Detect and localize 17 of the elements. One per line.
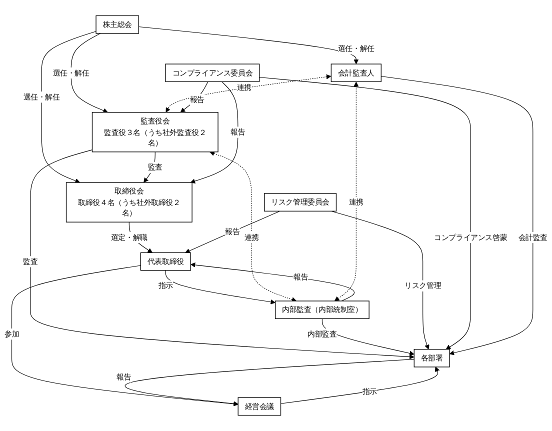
arrow: [41, 31, 96, 184]
arrow: [70, 33, 108, 113]
arrow: [210, 151, 297, 302]
arrow: [180, 81, 208, 113]
arrow: [322, 318, 414, 356]
arrow: [259, 76, 471, 350]
arrow: [138, 26, 359, 64]
arrow: [185, 210, 280, 254]
arrow: [190, 262, 355, 302]
arrow: [190, 81, 238, 184]
arrow: [280, 366, 440, 404]
arrow: [380, 76, 534, 356]
arrow: [334, 82, 359, 302]
arrow: [165, 270, 276, 304]
arrow: [124, 358, 414, 406]
arrow: [166, 74, 332, 113]
arrow: [330, 210, 430, 350]
